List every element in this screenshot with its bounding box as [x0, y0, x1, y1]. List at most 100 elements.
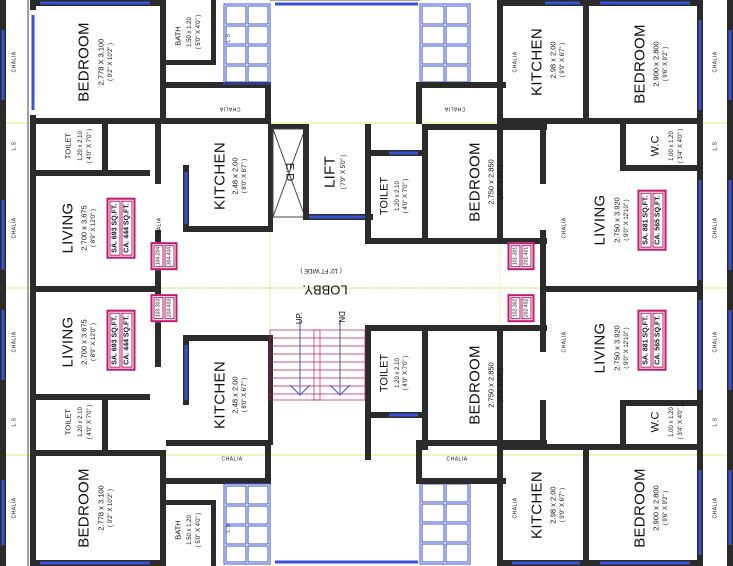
- super-area: SA. 881 SQ.FT.: [640, 192, 652, 248]
- ls-label: L.S: [712, 141, 719, 151]
- room-imperial: ( 3'4" X 4'0" ): [678, 404, 684, 440]
- room-dim: 2.750 x 3.920: [612, 197, 622, 243]
- room-name: TOILET: [378, 353, 391, 393]
- wall: [155, 124, 161, 184]
- wall: [497, 130, 503, 242]
- lobby-width: ( 10' FT WIDE ): [300, 267, 342, 273]
- ls-label: L.S: [11, 141, 18, 151]
- wall: [183, 226, 273, 232]
- unit-numbers: 203-403: [164, 296, 175, 320]
- window-grid: [419, 481, 471, 565]
- unit-number-box: 102-302 202-402: [507, 293, 535, 323]
- wall: [166, 440, 271, 446]
- chalia-label: CHALIA: [444, 105, 466, 112]
- wall: [497, 444, 503, 566]
- room-name: BATH: [173, 520, 183, 540]
- wall: [540, 230, 546, 292]
- room-imperial: ( 4'0" X 7'0" ): [403, 355, 409, 391]
- wall: [540, 286, 700, 292]
- wall: [503, 118, 703, 124]
- room-name: LIVING: [591, 194, 609, 246]
- room-dim: 2.750 x 2.850: [486, 362, 496, 408]
- unit-numbers: 103-303: [153, 296, 164, 320]
- carpet-area: CA. 444 SQ.FT.: [121, 200, 133, 256]
- wall: [211, 0, 216, 65]
- wall: [183, 335, 273, 341]
- wall: [102, 400, 108, 452]
- ls-label: L.S: [225, 523, 232, 533]
- wall: [265, 82, 271, 124]
- carpet-area: CA. 444 SQ.FT.: [121, 312, 133, 368]
- room-dim: 1.20 x 2.10: [395, 358, 401, 388]
- lobby-label: LOBBY.: [302, 282, 348, 298]
- wall: [422, 440, 547, 446]
- room-imperial: ( 9'0" X 9'4" ): [498, 164, 504, 200]
- room-name: LIFT: [321, 155, 339, 189]
- wall: [497, 0, 503, 124]
- wall: [620, 400, 700, 406]
- room-name: TOILET: [378, 176, 391, 216]
- chalia-label: CHALIA: [446, 456, 468, 463]
- room-dim: 2.98 x 2.00: [548, 486, 558, 524]
- room-imperial: ( 4'0" X 7'0" ): [403, 178, 409, 214]
- room-dim: 2.700 x 3.675: [79, 205, 89, 251]
- room-name: E.D: [283, 162, 296, 182]
- wall: [30, 456, 36, 566]
- room-imperial: ( 8'0" X 6'7" ): [242, 377, 248, 413]
- wall: [371, 238, 426, 244]
- room-name: BEDROOM: [631, 24, 649, 104]
- wall: [166, 500, 216, 505]
- room-imperial: ( 3'4" X 4'0" ): [678, 128, 684, 164]
- room-imperial: ( 8'0" X 6'7" ): [242, 158, 248, 194]
- room-dim: 2.750 x 2.850: [486, 159, 496, 205]
- ls-label: L.S: [225, 33, 232, 43]
- area-box: SA. 693 SQ.FT. CA. 444 SQ.FT.: [106, 197, 136, 259]
- room-dim: 1.50 x 1.20: [187, 17, 193, 47]
- wall: [416, 82, 422, 124]
- stair-down-label: DN.: [337, 311, 346, 325]
- wall: [155, 292, 161, 367]
- room-dim: 2.778 X 3.100: [96, 38, 106, 86]
- wall: [268, 335, 273, 445]
- shaft-cross: [272, 128, 306, 218]
- room-imperial: ( 5'0" X 4'0" ): [196, 512, 202, 548]
- wall: [30, 292, 36, 398]
- chalia-label: CHALIA: [221, 456, 243, 463]
- window-grid: [223, 3, 271, 85]
- room-imperial: ( 8'9" X 12'0" ): [91, 209, 97, 247]
- room-imperial: ( 9'2" X 10'2" ): [108, 43, 114, 81]
- chalia-label: CHALIA: [11, 51, 18, 73]
- chalia-label: CHALIA: [712, 51, 719, 73]
- room-dim: 1.20 x 2.10: [78, 407, 84, 437]
- room-name: W.C: [649, 411, 662, 433]
- window-grid: [223, 483, 271, 565]
- room-dim: 1.20 x 2.10: [78, 131, 84, 161]
- super-area: SA. 693 SQ.FT.: [109, 312, 121, 368]
- unit-numbers: 101-301: [510, 244, 521, 268]
- room-dim: 2.750 x 3.920: [612, 325, 622, 371]
- unit-number-box: 104-204 304-404: [150, 241, 178, 271]
- room-imperial: ( 9'0" X 9'4" ): [498, 367, 504, 403]
- chalia-label: CHALIA: [712, 217, 719, 239]
- super-area: SA. 881 SQ.FT.: [640, 312, 652, 368]
- ls-label: L.S: [712, 417, 719, 427]
- room-dim: 2.700 x 3.675: [79, 319, 89, 365]
- wall: [265, 440, 271, 484]
- room-name: KITCHEN: [528, 471, 546, 539]
- room-name: KITCHEN: [211, 142, 229, 210]
- wall: [697, 0, 703, 566]
- chalia-label: CHALIA: [219, 105, 241, 112]
- area-box: SA. 693 SQ.FT. CA. 444 SQ.FT.: [106, 309, 136, 371]
- super-area: SA. 693 SQ.FT.: [109, 200, 121, 256]
- window-grid: [419, 3, 471, 85]
- wall: [160, 0, 166, 118]
- room-dim: 1.00 x 1.20: [669, 131, 675, 161]
- ls-label: L.S: [11, 417, 18, 427]
- wall: [416, 440, 422, 484]
- wall: [503, 444, 703, 450]
- area-box: SA. 881 SQ.FT. CA. 565 SQ.FT.: [637, 309, 667, 371]
- wall: [30, 400, 36, 460]
- wall: [422, 124, 547, 130]
- wall: [620, 165, 700, 171]
